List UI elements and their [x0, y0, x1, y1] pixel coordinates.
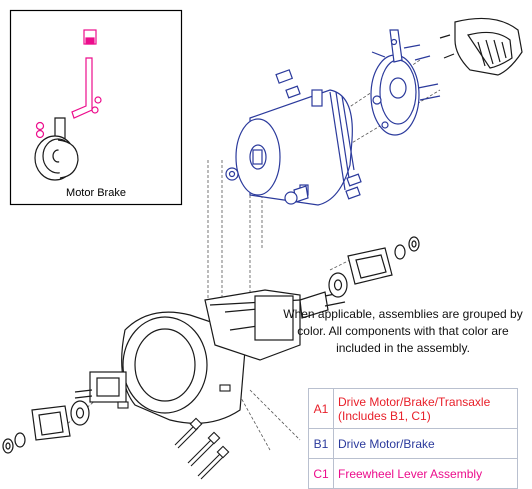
transaxle	[74, 289, 346, 424]
legend-code: C1	[308, 458, 334, 489]
legend-label: Freewheel Lever Assembly	[333, 458, 518, 489]
legend-label: Drive Motor/Brake	[333, 428, 518, 459]
legend-row-b1: B1 Drive Motor/Brake	[308, 428, 518, 459]
drive-motor	[225, 69, 362, 206]
legend-code: B1	[308, 428, 334, 459]
brake-cover	[439, 17, 523, 76]
wheel-hubs-and-washers	[2, 236, 420, 454]
legend-code: A1	[308, 388, 334, 429]
brake-assembly	[370, 29, 441, 136]
legend-row-a1: A1 Drive Motor/Brake/Transaxle (Includes…	[308, 388, 518, 429]
legend-row-c1: C1 Freewheel Lever Assembly	[308, 458, 518, 489]
mounting-bolts	[117, 384, 231, 480]
color-grouping-note: When applicable, assemblies are grouped …	[283, 307, 523, 355]
inset-brake-disc	[34, 117, 79, 181]
legend-label: Drive Motor/Brake/Transaxle (Includes B1…	[333, 388, 518, 429]
motor-brake-inset: Motor Brake	[10, 10, 182, 205]
freewheel-lever	[35, 29, 102, 139]
inset-frame	[9, 9, 183, 206]
inset-caption: Motor Brake	[66, 187, 126, 199]
assembly-legend: A1 Drive Motor/Brake/Transaxle (Includes…	[308, 388, 518, 489]
